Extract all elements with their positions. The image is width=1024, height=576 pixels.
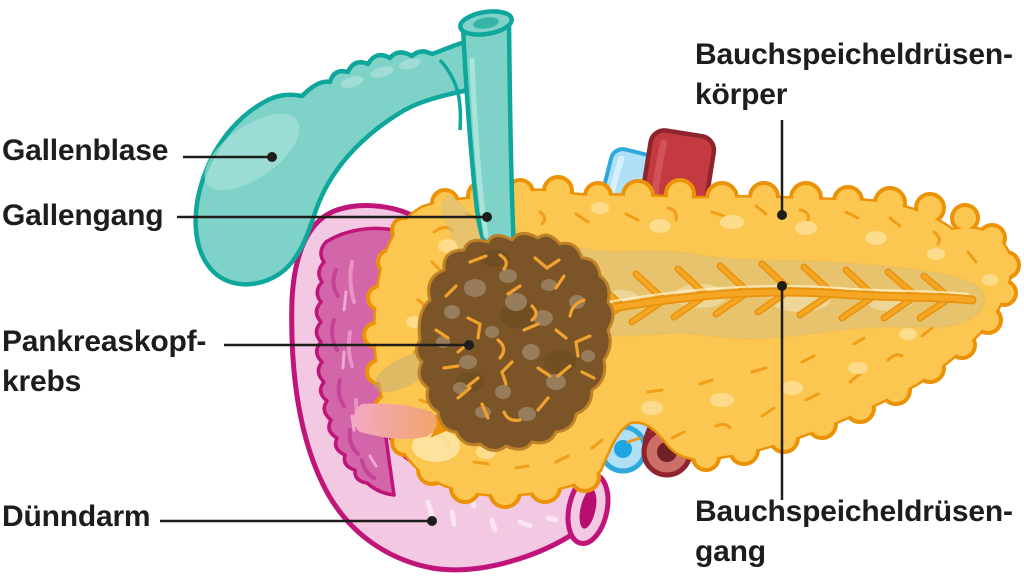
label-line-bauchspeicheldruesenkoerper xyxy=(777,120,787,220)
label-bauchspeicheldruesengang: Bauchspeicheldrüsen- gang xyxy=(695,495,1013,568)
label-line-bauchspeicheldruesengang xyxy=(777,281,787,500)
annotation-lines xyxy=(160,120,787,526)
label-gallengang: Gallengang xyxy=(2,199,164,232)
label-line-gallengang xyxy=(177,212,492,222)
tumor-illustration xyxy=(415,232,615,452)
label-line-gallenblase xyxy=(183,152,277,162)
pancreas-lobule-highlight xyxy=(412,430,460,462)
label-pankreaskopfkrebs: Pankreaskopf- krebs xyxy=(2,325,207,398)
pancreatic-duct-fishbone xyxy=(586,260,977,332)
gallbladder-illustration xyxy=(193,39,471,287)
label-duenndarm: Dünndarm xyxy=(2,500,151,533)
label-bauchspeicheldruesenkoerper: Bauchspeicheldrüsen- körper xyxy=(695,38,1013,111)
label-line-duenndarm xyxy=(160,516,437,526)
label-gallenblase: Gallenblase xyxy=(2,134,169,167)
label-line-pankreaskopfkrebs xyxy=(224,340,474,350)
